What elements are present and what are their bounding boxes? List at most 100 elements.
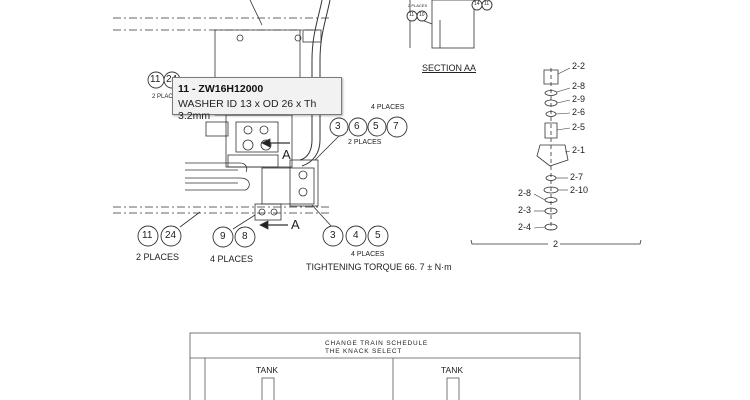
callout-circle — [212, 226, 234, 248]
part-label-2-10: 2-10 — [570, 185, 589, 195]
valve-port — [260, 139, 272, 151]
callout-circle — [160, 225, 182, 247]
part-plug — [543, 69, 559, 85]
callout-5-upper[interactable]: 5 — [373, 121, 379, 132]
valve-port — [242, 139, 254, 151]
hose-clamp — [302, 29, 322, 43]
tank-symbol-left — [261, 377, 275, 400]
section-arrow-upper-head — [261, 138, 271, 148]
callout-6-upper[interactable]: 6 — [354, 121, 360, 132]
note-4-places-upper: 4 PLACES — [371, 104, 405, 111]
part-body — [536, 144, 569, 167]
callout-11-bottom[interactable]: 11 — [142, 230, 153, 241]
part-leader — [533, 226, 546, 229]
note-2-places-bottom: 2 PLACES — [136, 252, 180, 262]
tooltip-description: WASHER ID 13 x OD 26 x Th 3.2mm — [178, 98, 317, 122]
part-label-2-3: 2-3 — [518, 205, 532, 215]
callout-circle — [386, 116, 408, 138]
assembly-bracket — [470, 239, 642, 245]
callout-8-bottom[interactable]: 8 — [242, 231, 248, 242]
mini-callout-14[interactable]: 14 — [474, 1, 480, 7]
valve-port — [259, 125, 269, 135]
tank-symbol-right — [446, 377, 460, 400]
note-2-places-upper: 2 PLACES — [348, 139, 382, 146]
tank-label-right: TANK — [441, 365, 464, 375]
callout-note-2-places-top: 2 PLACES — [152, 94, 181, 100]
mini-diagram-bracket — [431, 0, 475, 49]
bracket-diagonal — [249, 0, 263, 26]
callout-circle — [416, 10, 428, 22]
leader-line — [314, 135, 340, 161]
base-bolt — [258, 208, 266, 216]
mini-callout-note: 2 PLACES — [408, 3, 428, 8]
base-bolt — [270, 208, 278, 216]
mini-callout-11[interactable]: 11 — [409, 12, 415, 18]
section-aa-label: SECTION AA — [422, 63, 477, 73]
part-label-2-8: 2-8 — [572, 81, 586, 91]
valve-port — [243, 125, 253, 135]
part-leader — [533, 193, 546, 201]
part-leader — [557, 67, 571, 75]
callout-circle — [481, 0, 493, 11]
callout-4-bottom[interactable]: 4 — [353, 230, 359, 241]
callout-7-upper[interactable]: 7 — [393, 121, 399, 132]
valve-body — [235, 121, 279, 153]
schedule-box — [189, 332, 581, 400]
tank-label-left: TANK — [256, 365, 279, 375]
section-arrow-lower-head — [259, 220, 269, 230]
fitting-port — [298, 170, 308, 180]
callout-11-top[interactable]: 11 — [150, 74, 161, 85]
callout-3-bottom[interactable]: 3 — [330, 230, 336, 241]
pipe-upper — [185, 162, 248, 173]
part-leader — [555, 112, 571, 115]
pipe-lower — [185, 177, 250, 191]
callout-24-bottom[interactable]: 24 — [165, 230, 177, 241]
callout-9-bottom[interactable]: 9 — [220, 231, 226, 242]
leader-line — [311, 204, 334, 229]
leader-line — [232, 214, 256, 230]
callout-circle — [367, 117, 387, 137]
schedule-title-line1: CHANGE TRAIN SCHEDULE — [325, 340, 429, 347]
part-label-2-7: 2-7 — [570, 172, 584, 182]
part-tooltip: 11 - ZW16H12000 WASHER ID 13 x OD 26 x T… — [172, 77, 342, 122]
part-leader — [556, 127, 571, 131]
part-label-2-6: 2-6 — [572, 107, 586, 117]
section-arrow-label-upper: A — [282, 147, 291, 162]
valve-lower-body — [227, 154, 279, 168]
callout-circle — [348, 117, 368, 137]
part-leader — [556, 99, 571, 104]
part-label-2-2: 2-2 — [572, 61, 586, 71]
schedule-title-line2: THE KNACK SELECT — [325, 348, 403, 355]
torque-note: TIGHTENING TORQUE 66. 7 ± N·m — [306, 262, 452, 272]
section-arrow-label-lower: A — [291, 217, 300, 232]
assembly-number: 2 — [551, 239, 561, 249]
part-label-2-5: 2-5 — [572, 122, 586, 132]
bracket-bolt — [294, 34, 302, 42]
callout-5-bottom[interactable]: 5 — [375, 230, 381, 241]
part-label-2-9: 2-9 — [572, 94, 586, 104]
callout-circle — [329, 117, 349, 137]
part-o-ring — [544, 90, 558, 96]
mini-callout-10[interactable]: 10 — [419, 12, 425, 18]
part-leader — [564, 150, 571, 153]
part-label-2-1: 2-1 — [572, 145, 586, 155]
callout-24-top[interactable]: 24 — [166, 75, 177, 85]
part-label-2-8b: 2-8 — [518, 188, 532, 198]
callout-circle — [234, 226, 256, 248]
bracket-bolt — [236, 34, 244, 42]
leader-line — [179, 211, 201, 228]
fitting-port — [298, 187, 308, 197]
note-4-places-mid: 4 PLACES — [210, 254, 254, 264]
mini-callout-11b[interactable]: 11 — [484, 1, 490, 7]
part-leader — [556, 87, 571, 93]
callout-circle — [367, 225, 389, 247]
callout-circle — [322, 225, 344, 247]
note-4-places-right: 4 PLACES — [351, 251, 385, 258]
tooltip-title: 11 - ZW16H12000 — [178, 83, 264, 95]
fitting — [289, 159, 319, 207]
base-plate — [254, 203, 282, 221]
callout-circle — [137, 225, 159, 247]
callout-3-upper[interactable]: 3 — [335, 121, 341, 132]
valve-flange — [205, 121, 229, 137]
